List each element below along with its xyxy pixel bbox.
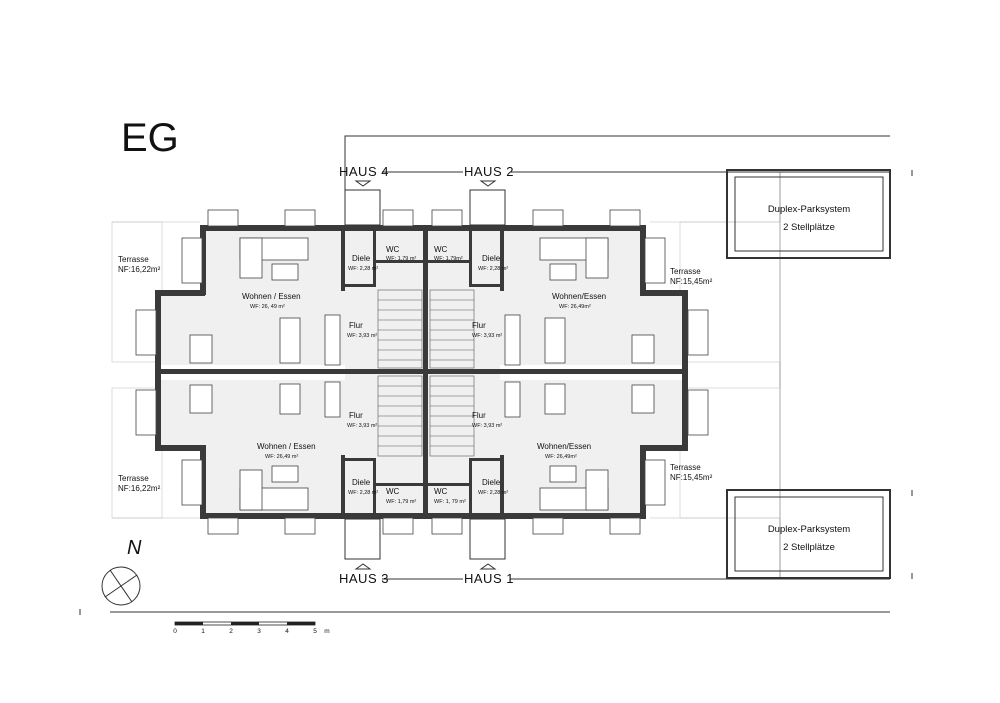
living-br-label: Wohnen/Essen bbox=[537, 442, 591, 451]
wc-br-area: WF: 1, 79 m² bbox=[434, 499, 466, 505]
terrace-tl-area: NF:16,22m² bbox=[118, 265, 161, 274]
living-tr-area: WF: 26,49m² bbox=[559, 304, 591, 310]
scale-unit: m bbox=[324, 628, 329, 635]
wc-bl-area: WF: 1,79 m² bbox=[386, 499, 416, 505]
living-bl-label: Wohnen / Essen bbox=[257, 442, 316, 451]
entry-br-label: Diele bbox=[482, 478, 501, 487]
wc-br-label: WC bbox=[434, 487, 448, 496]
hall-br-area: WF: 3,93 m² bbox=[472, 423, 502, 429]
house-2-label: HAUS 2 bbox=[464, 164, 514, 179]
house-4-label: HAUS 4 bbox=[339, 164, 389, 179]
windows bbox=[135, 209, 709, 535]
parking-bottom-line2: 2 Stellplätze bbox=[783, 542, 835, 553]
entry-tr-area: WF: 2,28 m² bbox=[478, 266, 508, 272]
terrace-br-area: NF:15,45m² bbox=[670, 473, 713, 482]
scale-2: 2 bbox=[229, 628, 233, 635]
parking-bottom-line1: Duplex-Parksystem bbox=[768, 524, 850, 535]
north-arrow-icon bbox=[101, 566, 141, 606]
wc-tl-area: WF: 1,79 m² bbox=[386, 256, 416, 262]
wc-bl-label: WC bbox=[386, 487, 400, 496]
parking-top-line2: 2 Stellplätze bbox=[783, 222, 835, 233]
living-tl-area: WF: 26, 49 m² bbox=[250, 304, 285, 310]
scale-3: 3 bbox=[257, 628, 261, 635]
living-bl-area: WF: 26,49 m² bbox=[265, 454, 298, 460]
terrace-bl-label: Terrasse bbox=[118, 474, 149, 483]
entry-br-area: WF: 2,28 m² bbox=[478, 490, 508, 496]
edge-ticks bbox=[79, 170, 913, 615]
hall-bl-area: WF: 3,93 m² bbox=[347, 423, 377, 429]
wc-tr-area: WF: 1,79m² bbox=[434, 256, 463, 262]
hall-tr-area: WF: 3,93 m² bbox=[472, 333, 502, 339]
floor-title: EG bbox=[121, 116, 179, 160]
parking-top-line1: Duplex-Parksystem bbox=[768, 204, 850, 215]
entry-bl-label: Diele bbox=[352, 478, 371, 487]
furniture bbox=[189, 237, 655, 511]
scale-0: 0 bbox=[173, 628, 177, 635]
scale-bar: 0 1 2 3 4 5 m bbox=[173, 621, 330, 635]
outer-walls bbox=[155, 225, 688, 519]
entrance-markers bbox=[344, 180, 506, 570]
entry-bl-area: WF: 2,28 m² bbox=[348, 490, 378, 496]
terrace-tr-label: Terrasse bbox=[670, 267, 701, 276]
terrace-bl-area: NF:16,22m² bbox=[118, 484, 161, 493]
entry-tr-label: Diele bbox=[482, 254, 501, 263]
living-br-area: WF: 26,49m² bbox=[545, 454, 577, 460]
scale-5: 5 bbox=[313, 628, 317, 635]
wc-tr-label: WC bbox=[434, 245, 448, 254]
living-tl-label: Wohnen / Essen bbox=[242, 292, 301, 301]
hall-tl-area: WF: 3,93 m² bbox=[347, 333, 377, 339]
staircase bbox=[377, 289, 475, 457]
north-label: N bbox=[127, 537, 142, 559]
hall-tr-label: Flur bbox=[472, 321, 486, 330]
scale-1: 1 bbox=[201, 628, 205, 635]
house-3-label: HAUS 3 bbox=[339, 571, 389, 586]
living-tr-label: Wohnen/Essen bbox=[552, 292, 606, 301]
entry-tl-label: Diele bbox=[352, 254, 371, 263]
hall-tl-label: Flur bbox=[349, 321, 363, 330]
parking-bottom: Duplex-Parksystem 2 Stellplätze bbox=[726, 489, 891, 579]
hall-bl-label: Flur bbox=[349, 411, 363, 420]
house-1-label: HAUS 1 bbox=[464, 571, 514, 586]
parking-top: Duplex-Parksystem 2 Stellplätze bbox=[726, 169, 891, 259]
terrace-tr-area: NF:15,45m² bbox=[670, 277, 713, 286]
terrace-br-label: Terrasse bbox=[670, 463, 701, 472]
hall-br-label: Flur bbox=[472, 411, 486, 420]
wc-tl-label: WC bbox=[386, 245, 400, 254]
scale-4: 4 bbox=[285, 628, 289, 635]
entry-tl-area: WF: 2,28 m² bbox=[348, 266, 378, 272]
terrace-tl-label: Terrasse bbox=[118, 255, 149, 264]
